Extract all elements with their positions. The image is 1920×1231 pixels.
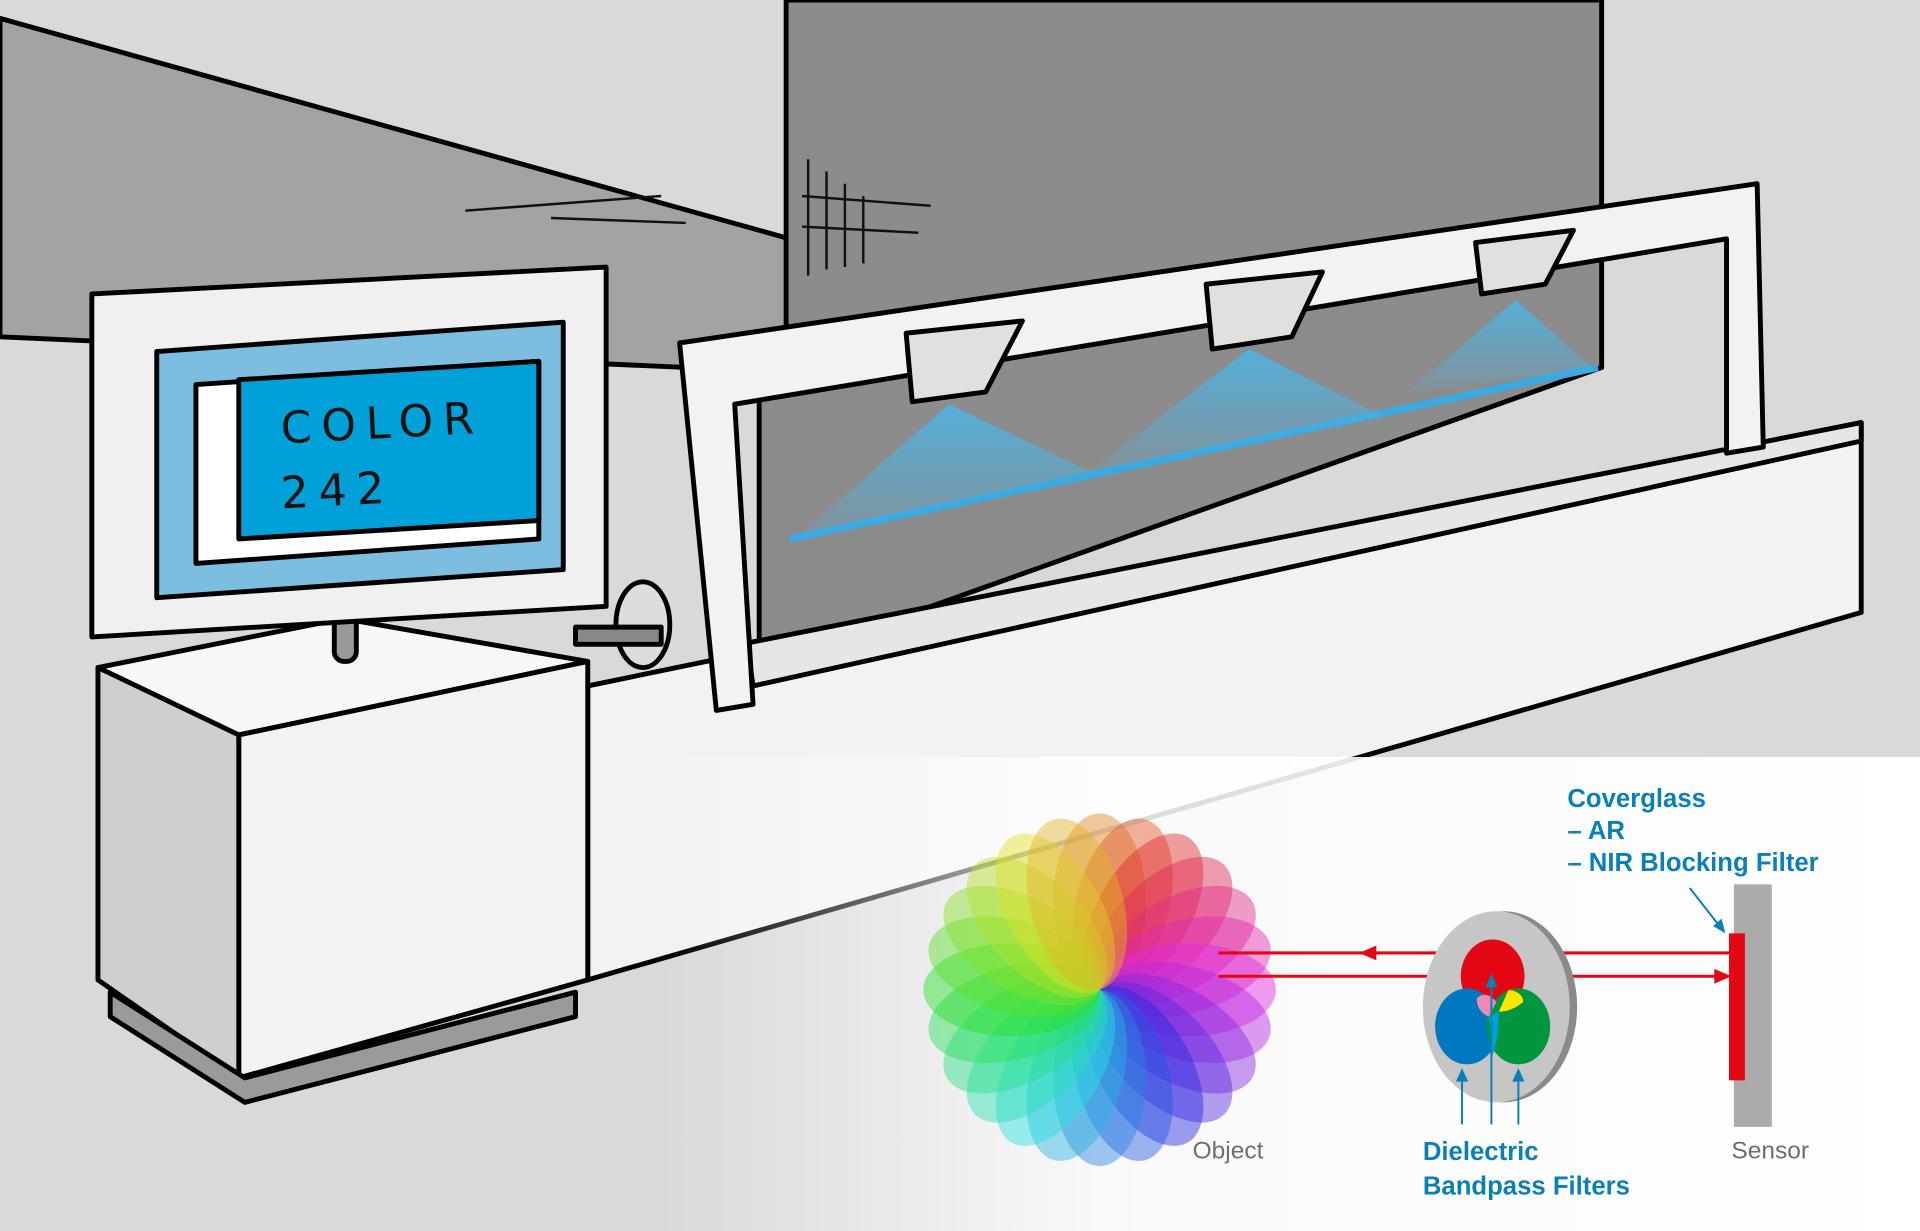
color-wheel-petal — [1072, 988, 1173, 1161]
sensor-label: Sensor — [1731, 1138, 1809, 1165]
color-wheel-petal — [1091, 981, 1233, 1123]
light-cones — [795, 300, 1595, 539]
screen-text-color: COLOR — [280, 393, 485, 455]
color-wheel-petal — [1099, 943, 1276, 1037]
arrow-down-icon — [1713, 918, 1726, 934]
coverglass-item-nir: – NIR Blocking Filter — [1567, 849, 1818, 877]
color-wheel-petal — [928, 962, 1101, 1063]
object-label: Object — [1193, 1138, 1264, 1165]
color-wheel-petal — [1096, 885, 1256, 1006]
color-wheel-petal — [1091, 856, 1233, 998]
color-wheel-petal — [1026, 988, 1128, 1161]
sensor-frame — [677, 181, 1766, 713]
color-wheel-petal — [966, 856, 1108, 998]
arrow-right-icon — [1714, 968, 1732, 984]
color-wheel-petal — [966, 981, 1108, 1123]
color-wheel-petal — [1026, 818, 1128, 991]
arrow-up-icon — [1512, 1068, 1525, 1082]
sensor-heads — [903, 227, 1576, 405]
arrow-left-icon — [1359, 945, 1377, 961]
print-marks — [465, 159, 931, 276]
color-wheel-petal — [943, 974, 1104, 1094]
bandpass-filters — [1435, 939, 1551, 1065]
sensor-head — [1473, 227, 1576, 297]
coverglass — [1728, 933, 1745, 1081]
roller-end — [613, 579, 673, 671]
color-wheel-petal — [1083, 833, 1204, 994]
color-wheel-petal — [1083, 986, 1204, 1146]
color-wheel-petal — [1098, 916, 1271, 1018]
color-wheel-petal — [928, 916, 1101, 1018]
color-wheel-petal — [1096, 974, 1256, 1094]
sensor-head — [903, 318, 1025, 405]
color-wheel-petal — [1053, 813, 1147, 990]
sensor-head — [1203, 269, 1325, 352]
coverglass-title: Coverglass — [1567, 785, 1706, 813]
color-wheel-object — [923, 813, 1276, 1167]
diagram-panel — [661, 756, 1920, 1231]
screen-display — [236, 358, 542, 542]
shaft — [573, 624, 664, 647]
pointer-arrowheads — [1455, 918, 1726, 1082]
filter-pointers — [1461, 887, 1722, 1125]
screen-text-value: 242 — [280, 462, 396, 519]
color-wheel-petal — [923, 943, 1100, 1037]
color-wheel-petal — [995, 986, 1116, 1146]
arrow-up-icon — [1455, 1068, 1469, 1082]
color-wheel-petal — [1072, 818, 1173, 991]
arrow-up-icon — [1485, 973, 1498, 988]
coverglass-item-ar: – AR — [1567, 817, 1625, 845]
cabinet-plinth — [107, 989, 578, 1105]
filters-label-line2: Bandpass Filters — [1423, 1172, 1630, 1200]
filters-label-line1: Dielectric — [1423, 1138, 1539, 1166]
scan-line — [789, 363, 1599, 543]
color-wheel-petal — [995, 833, 1116, 994]
color-wheel-petal — [1098, 962, 1271, 1063]
color-wheel-petal — [943, 885, 1104, 1006]
color-wheel-petal — [1053, 989, 1147, 1167]
